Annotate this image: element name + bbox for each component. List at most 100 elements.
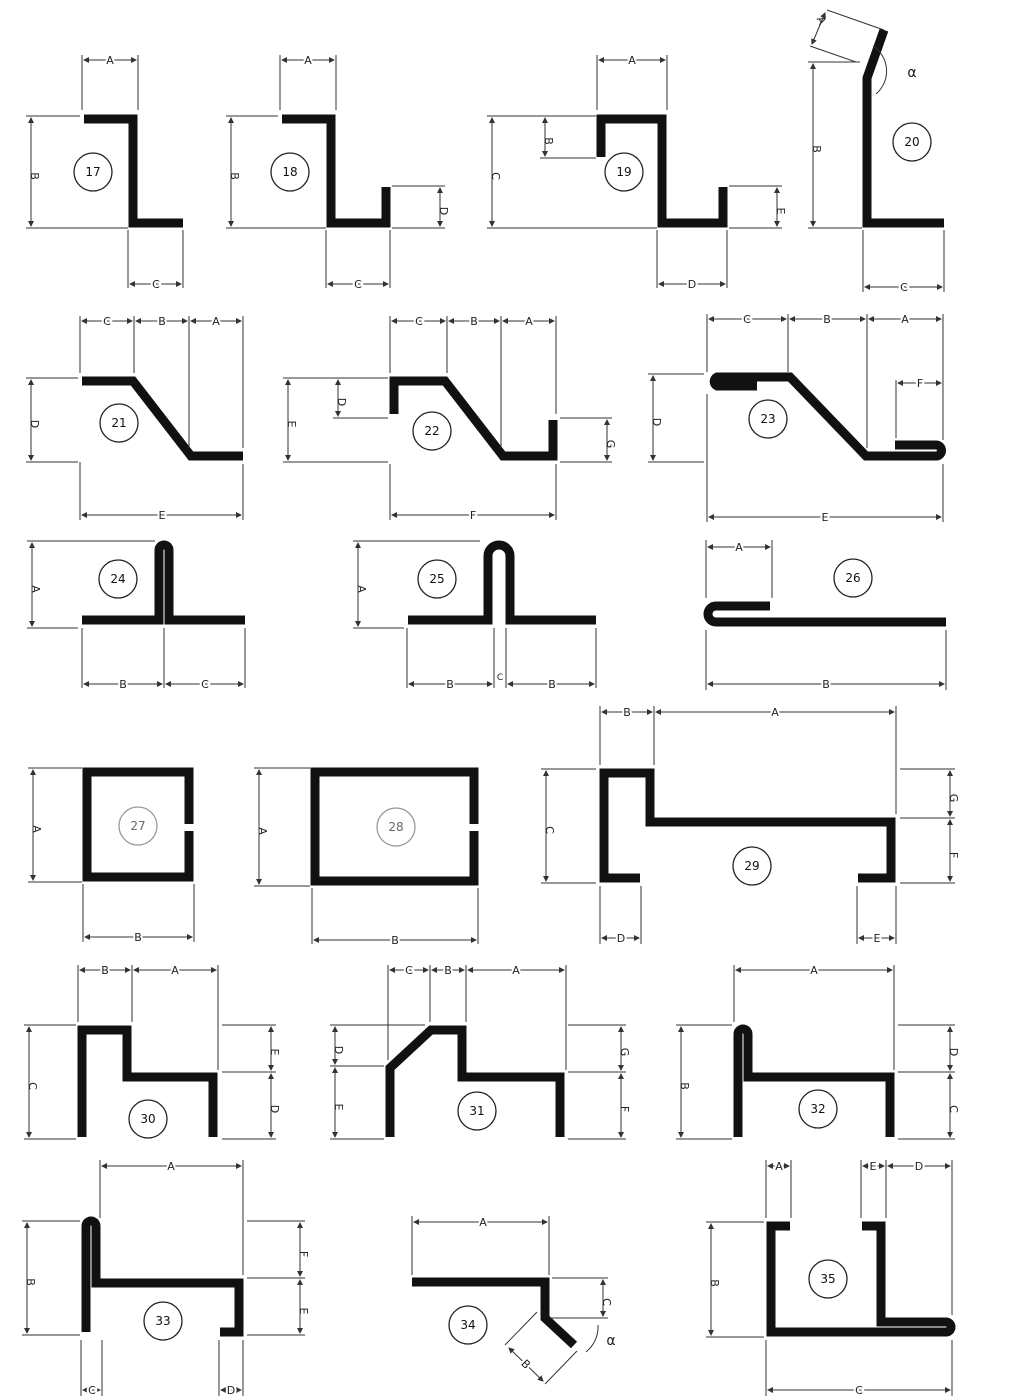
profile-34-number: 34 (460, 1318, 475, 1332)
profile-20-label-1: B (810, 145, 823, 153)
profile-28-label-1: B (391, 934, 399, 947)
profile-35-label-2: D (915, 1160, 923, 1173)
profile-33-number: 33 (155, 1314, 170, 1328)
profile-20-number: 20 (904, 135, 919, 149)
profile-20-label-2: C (900, 281, 908, 294)
profile-21-shape (82, 376, 243, 461)
profile-27-number: 27 (130, 819, 145, 833)
profile-31-number: 31 (469, 1104, 484, 1118)
profile-29-number: 29 (744, 859, 759, 873)
profile-31-label-0: C (405, 964, 413, 977)
profile-33-label-2: F (297, 1251, 310, 1257)
profile-21-label-4: E (159, 509, 166, 522)
profile-26: A B 26 (703, 539, 947, 693)
profile-21-label-0: C (103, 315, 111, 328)
profile-32-label-2: D (947, 1048, 960, 1056)
profile-29-label-1: A (771, 706, 779, 719)
profile-23-shape (709, 372, 946, 461)
profile-21: C B A D E 21 (26, 313, 244, 524)
profile-21-number: 21 (111, 416, 126, 430)
profile-31-label-5: G (618, 1048, 631, 1057)
profile-17: A B C 17 (26, 52, 184, 293)
profile-22-label-0: C (415, 315, 423, 328)
profile-34-shape (412, 1277, 578, 1349)
profile-22-label-2: A (525, 315, 533, 328)
profile-35-label-1: E (870, 1160, 877, 1173)
profile-32-shape (733, 1024, 895, 1137)
profile-32-label-1: B (678, 1082, 691, 1090)
profile-35-label-0: A (775, 1160, 783, 1173)
profile-27-label-1: B (134, 931, 142, 944)
profile-29-label-0: B (623, 706, 631, 719)
profile-35-label-4: C (855, 1384, 863, 1397)
profile-19-label-4: E (774, 208, 787, 215)
profile-27-label-0: A (30, 825, 43, 833)
profile-21-label-1: B (158, 315, 166, 328)
profile-21-label-2: A (212, 315, 220, 328)
profile-17-label-0: A (106, 54, 114, 67)
profile-25-label-3: B (548, 678, 556, 691)
profile-29-label-3: G (947, 794, 960, 803)
profile-25-shape (408, 540, 596, 625)
profile-18: A B D C 18 (226, 52, 450, 293)
profile-19-number: 19 (616, 165, 631, 179)
profile-33-label-5: D (227, 1384, 235, 1397)
profile-35-label-3: B (708, 1279, 721, 1287)
profile-19-shape (596, 114, 728, 228)
profile-32: A B D C 32 (676, 962, 960, 1140)
profile-34: A C α B 34 (411, 1214, 616, 1385)
profile-23-number: 23 (760, 412, 775, 426)
profile-25: A B C B 25 (353, 540, 597, 693)
profile-22-label-6: F (470, 509, 476, 522)
profile-18-label-3: D (437, 207, 450, 215)
profile-19-label-1: B (542, 137, 555, 145)
profile-28-label-0: A (256, 827, 269, 835)
profile-22: C B A D E G F 22 (283, 313, 617, 524)
profile-26-label-1: B (822, 678, 830, 691)
profile-19-label-2: C (489, 172, 502, 180)
profile-34-label-1: C (600, 1298, 613, 1306)
profile-23-label-1: B (823, 313, 831, 326)
profile-33-label-4: C (88, 1384, 96, 1397)
profile-23-label-0: C (743, 313, 751, 326)
profile-31-label-1: B (444, 964, 452, 977)
profile-26-shape (703, 601, 946, 627)
profile-22-label-1: B (470, 315, 478, 328)
profile-30-shape (77, 1025, 218, 1137)
profile-31-label-6: F (618, 1106, 631, 1112)
profile-19-label-0: A (628, 54, 636, 67)
profile-28-shape (310, 767, 479, 886)
profile-25-label-1: B (446, 678, 454, 691)
profile-18-label-0: A (304, 54, 312, 67)
profile-19: A B C E D 19 (487, 52, 787, 293)
profile-27-shape (82, 767, 194, 882)
profile-18-label-1: B (228, 172, 241, 180)
profile-25-label-2: C (497, 673, 503, 683)
profile-24-label-1: B (119, 678, 127, 691)
profile-33-label-0: A (167, 1160, 175, 1173)
profile-35: A E D B C 35 (706, 1158, 956, 1399)
profile-22-label-5: G (604, 440, 617, 449)
profile-17-label-2: C (152, 278, 160, 291)
profile-22-label-4: E (285, 421, 298, 428)
profile-25-label-0: A (355, 585, 368, 593)
profile-19-label-3: D (688, 278, 696, 291)
profile-31-label-2: A (512, 964, 520, 977)
profile-35-shape (766, 1221, 956, 1337)
profile-34-label-0: A (479, 1216, 487, 1229)
profile-30-label-1: A (171, 964, 179, 977)
profile-24-label-2: C (201, 678, 209, 691)
profile-22-label-3: D (335, 398, 348, 406)
profile-31-label-3: D (332, 1046, 345, 1054)
profile-27: A B 27 (28, 767, 195, 946)
profile-32-label-3: C (947, 1105, 960, 1113)
profile-22-number: 22 (424, 424, 439, 438)
profile-28: A B 28 (254, 767, 479, 949)
profile-20-label-3: α (907, 65, 916, 81)
profile-29-label-2: C (543, 826, 556, 834)
profile-29-shape (599, 768, 896, 883)
profile-18-shape (282, 114, 391, 228)
profile-17-number: 17 (85, 165, 100, 179)
profile-24-label-0: A (29, 585, 42, 593)
